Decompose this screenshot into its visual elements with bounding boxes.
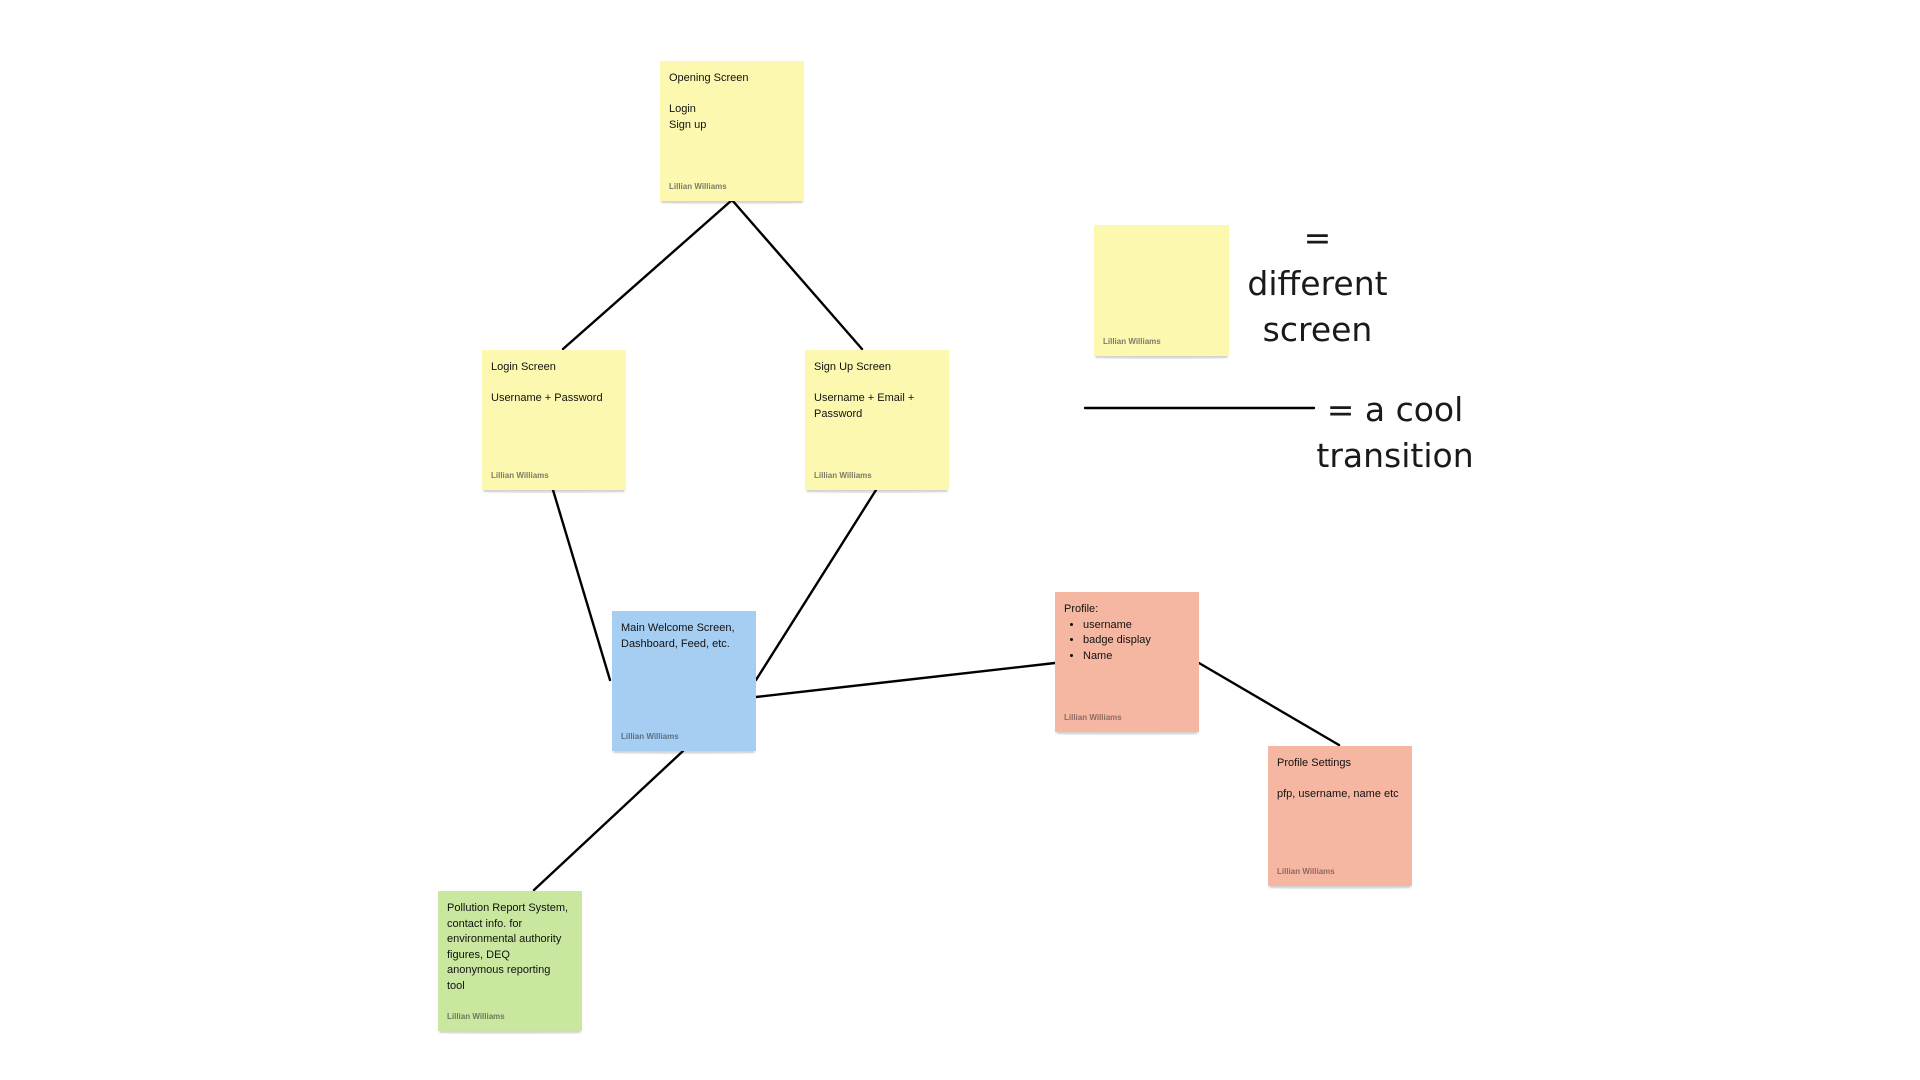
note-author: Lillian Williams bbox=[491, 471, 549, 480]
connector-main-pollution[interactable] bbox=[532, 749, 685, 892]
note-author: Lillian Williams bbox=[1064, 713, 1122, 722]
note-text: Login Screen Username + Password bbox=[491, 361, 603, 404]
note-title: Profile: bbox=[1064, 603, 1099, 615]
connector-profile-profile-settings[interactable] bbox=[1197, 661, 1341, 747]
connector-main-profile[interactable] bbox=[754, 661, 1057, 699]
note-text: Main Welcome Screen, Dashboard, Feed, et… bbox=[621, 622, 735, 650]
note-author: Lillian Williams bbox=[1277, 867, 1335, 876]
sticky-note-main-welcome-screen[interactable]: Main Welcome Screen, Dashboard, Feed, et… bbox=[612, 611, 756, 754]
sticky-note-opening-screen[interactable]: Opening Screen Login Sign up Lillian Wil… bbox=[660, 61, 804, 204]
sticky-note-signup-screen[interactable]: Sign Up Screen Username + Email + Passwo… bbox=[805, 350, 949, 493]
connector-opening-signup[interactable] bbox=[730, 198, 864, 351]
note-bullet-item: Name bbox=[1083, 649, 1190, 665]
note-text: Profile Settings pfp, username, name etc bbox=[1277, 757, 1399, 800]
connector-opening-login[interactable] bbox=[561, 198, 734, 351]
legend-sticky-sample: Lillian Williams bbox=[1094, 225, 1229, 359]
sticky-note-profile[interactable]: Profile: username badge display Name Lil… bbox=[1055, 592, 1199, 735]
note-bullet-item: username bbox=[1083, 618, 1190, 634]
sticky-note-profile-settings[interactable]: Profile Settings pfp, username, name etc… bbox=[1268, 746, 1412, 889]
note-bullet-list: username badge display Name bbox=[1064, 618, 1190, 665]
note-author: Lillian Williams bbox=[814, 471, 872, 480]
note-author: Lillian Williams bbox=[669, 182, 727, 191]
note-author: Lillian Williams bbox=[447, 1012, 505, 1021]
sticky-note-login-screen[interactable]: Login Screen Username + Password Lillian… bbox=[482, 350, 626, 493]
note-author: Lillian Williams bbox=[1103, 337, 1161, 346]
note-text: Opening Screen Login Sign up bbox=[669, 72, 749, 131]
connector-login-main[interactable] bbox=[551, 488, 612, 682]
note-text: Pollution Report System, contact info. f… bbox=[447, 902, 569, 992]
legend-screen-meaning: = different screen bbox=[1247, 218, 1388, 349]
legend-transition-meaning: = a cool transition bbox=[1316, 390, 1474, 475]
note-text: Sign Up Screen Username + Email + Passwo… bbox=[814, 361, 915, 420]
connector-signup-main[interactable] bbox=[754, 488, 878, 682]
note-author: Lillian Williams bbox=[621, 732, 679, 741]
note-bullet-item: badge display bbox=[1083, 633, 1190, 649]
sticky-note-pollution-report-system[interactable]: Pollution Report System, contact info. f… bbox=[438, 891, 582, 1034]
